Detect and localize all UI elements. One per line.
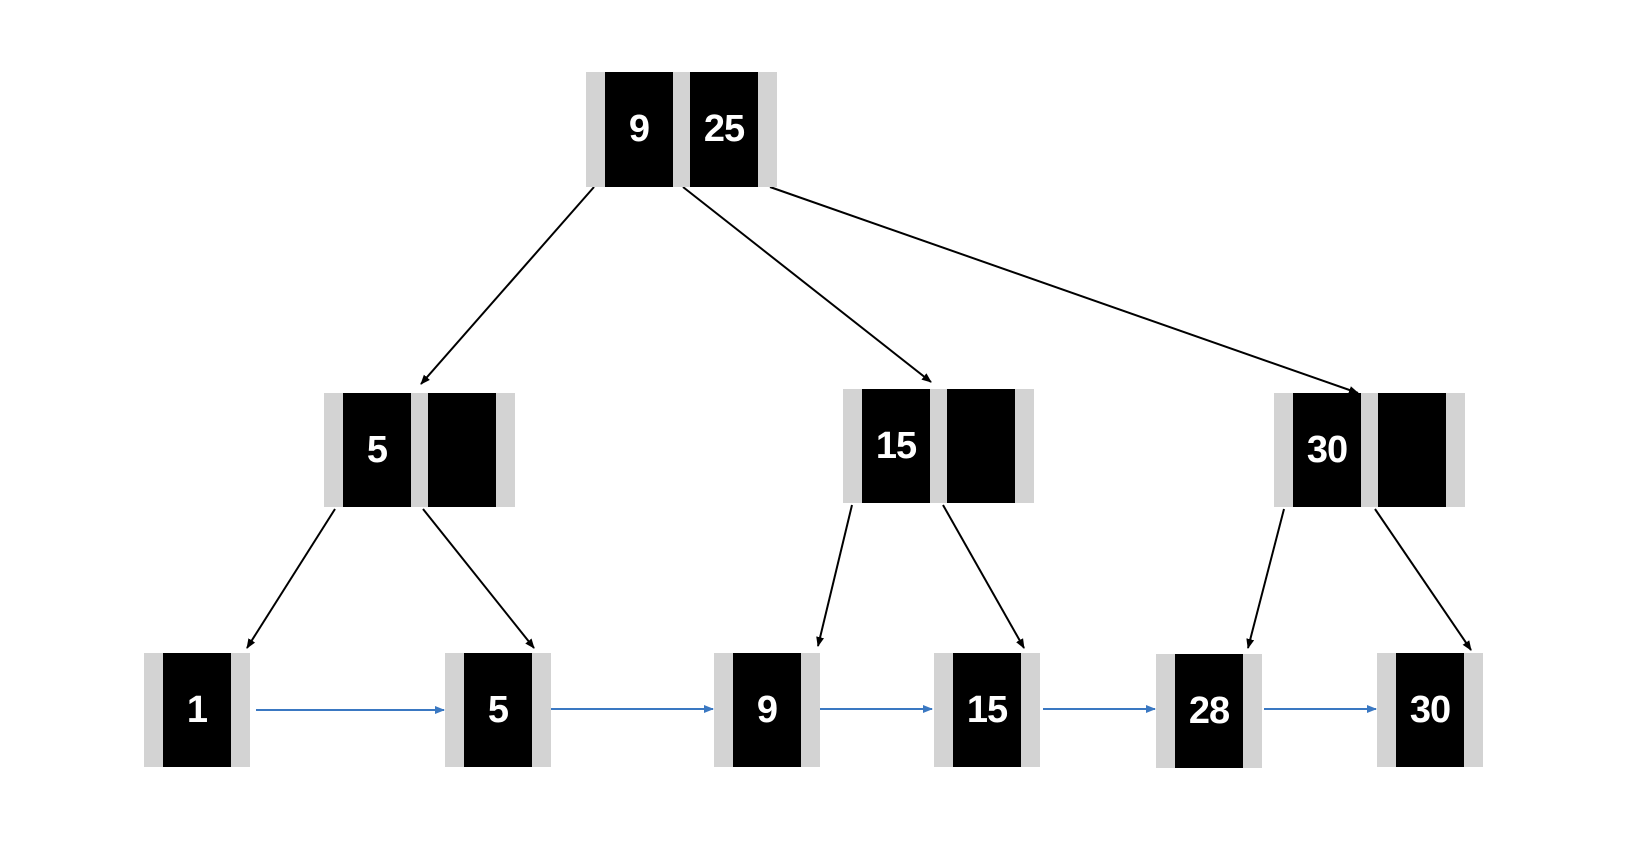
edge-node-30-to-leaf-30 xyxy=(1374,508,1472,651)
pointer-slot xyxy=(496,393,515,507)
root-key-9: 9 xyxy=(605,72,673,187)
pointer-slot xyxy=(801,653,820,767)
pointer-slot xyxy=(1156,654,1175,768)
edge-root-to-node-30 xyxy=(769,186,1359,394)
leaf-node-1: 1 xyxy=(144,653,250,767)
leaf-node-15: 15 xyxy=(934,653,1040,767)
leaf-key: 1 xyxy=(163,653,231,767)
leaf-node-30: 30 xyxy=(1377,653,1483,767)
pointer-slot xyxy=(231,653,250,767)
internal-node-30: 30 xyxy=(1274,393,1465,507)
pointer-slot xyxy=(934,653,953,767)
edge-root-to-node-15 xyxy=(682,186,932,383)
leaf-key: 30 xyxy=(1396,653,1464,767)
pointer-slot xyxy=(1446,393,1465,507)
pointer-slot xyxy=(411,393,428,507)
pointer-slot xyxy=(758,72,777,187)
pointer-slot xyxy=(1361,393,1378,507)
pointer-slot xyxy=(1021,653,1040,767)
pointer-slot xyxy=(714,653,733,767)
pointer-slot xyxy=(1015,389,1034,503)
pointer-slot xyxy=(532,653,551,767)
leaf-node-28: 28 xyxy=(1156,654,1262,768)
leaf-key: 28 xyxy=(1175,654,1243,768)
pointer-slot xyxy=(445,653,464,767)
pointer-slot xyxy=(673,72,690,187)
internal-node-15: 15 xyxy=(843,389,1034,503)
internal-key: 30 xyxy=(1293,393,1361,507)
leaf-node-9: 9 xyxy=(714,653,820,767)
internal-node-5: 5 xyxy=(324,393,515,507)
pointer-slot xyxy=(144,653,163,767)
pointer-slot xyxy=(930,389,947,503)
internal-key: 5 xyxy=(343,393,411,507)
pointer-slot xyxy=(843,389,862,503)
pointer-slot xyxy=(586,72,605,187)
leaf-node-5: 5 xyxy=(445,653,551,767)
edge-node-15-to-leaf-15 xyxy=(942,504,1025,649)
leaf-key: 9 xyxy=(733,653,801,767)
internal-key-empty xyxy=(1378,393,1446,507)
pointer-slot xyxy=(1377,653,1396,767)
edge-node-30-to-leaf-28 xyxy=(1246,508,1285,649)
pointer-slot xyxy=(1464,653,1483,767)
edge-node-5-to-leaf-5 xyxy=(422,508,535,649)
internal-key-empty xyxy=(947,389,1015,503)
pointer-slot xyxy=(324,393,343,507)
edge-node-5-to-leaf-1 xyxy=(246,508,336,649)
leaf-key: 5 xyxy=(464,653,532,767)
internal-key: 15 xyxy=(862,389,930,503)
pointer-slot xyxy=(1243,654,1262,768)
root-key-25: 25 xyxy=(690,72,758,187)
edge-node-15-to-leaf-9 xyxy=(816,504,853,647)
pointer-slot xyxy=(1274,393,1293,507)
root-node: 9 25 xyxy=(586,72,777,187)
edge-root-to-node-5 xyxy=(420,186,595,385)
leaf-key: 15 xyxy=(953,653,1021,767)
internal-key-empty xyxy=(428,393,496,507)
